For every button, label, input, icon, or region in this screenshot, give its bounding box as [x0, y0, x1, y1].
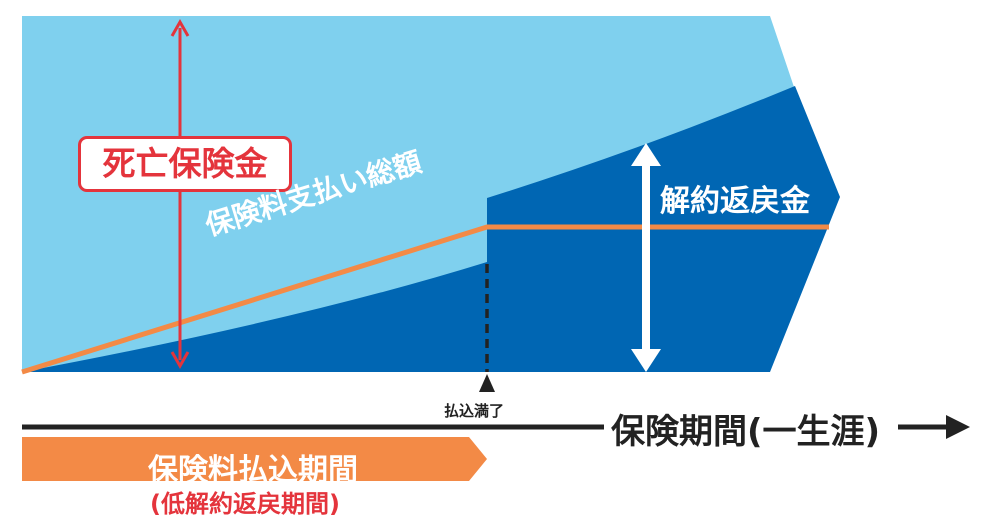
death-benefit-arrow-top-icon — [170, 18, 190, 37]
payment-complete-label: 払込満了 — [444, 402, 505, 420]
surrender-value-arrow-bottom-icon — [631, 349, 661, 372]
payment-period-bar — [22, 437, 487, 481]
payment-period-label: 保険料払込期間 — [148, 453, 358, 488]
surrender-value-arrow-top-icon — [631, 143, 661, 166]
payment-complete-marker-icon — [479, 374, 495, 392]
surrender-value-area — [22, 86, 840, 372]
coverage-period-label: 保険期間(一生涯) — [611, 412, 881, 452]
timeline-arrow-icon — [946, 415, 970, 439]
surrender-value-label: 解約返戻金 — [660, 184, 810, 219]
death-benefit-label: 死亡保険金 — [78, 136, 292, 192]
premiums-paid-line — [21, 224, 829, 375]
death-benefit-arrow-bottom-icon — [170, 351, 190, 370]
low-surrender-period-label: (低解約返戻期間) — [150, 490, 340, 518]
